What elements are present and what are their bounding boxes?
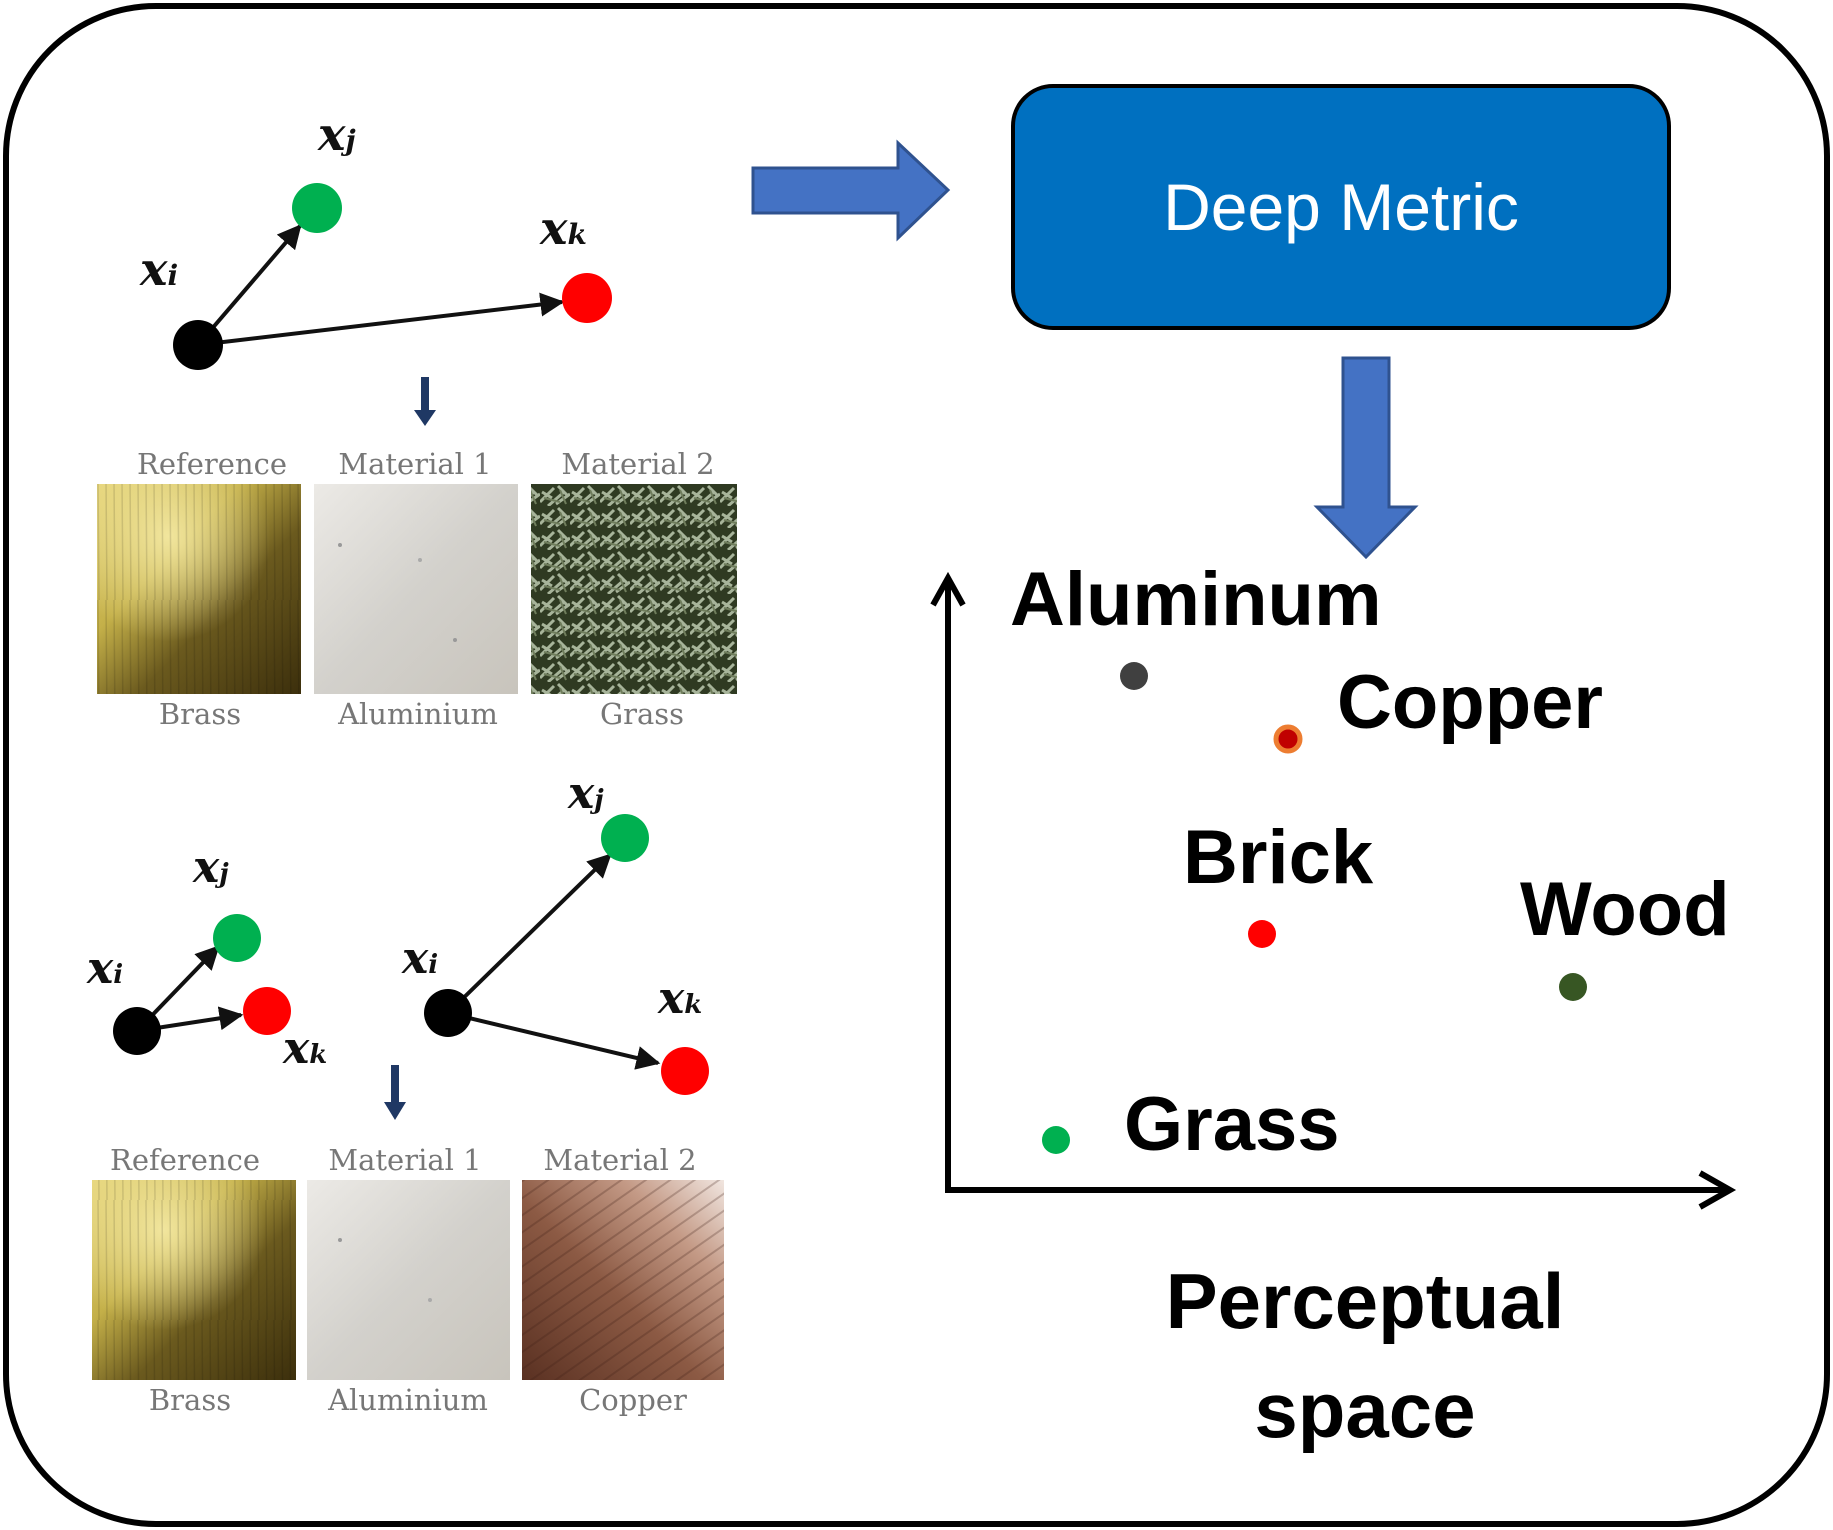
aluminum-label: Aluminum [1010, 557, 1382, 642]
negative-point-xk-1 [562, 273, 612, 323]
grass-point [1042, 1126, 1070, 1154]
label-xi-2a: xi [86, 943, 123, 994]
label-xj-1: xj [317, 107, 356, 161]
deep-metric-box: Deep Metric [1011, 84, 1671, 330]
anchor-point-xi-2a [113, 1007, 161, 1055]
down-block-arrow [1313, 356, 1419, 560]
positive-point-xj-2b [601, 814, 649, 862]
swatch-header-reference-2: Reference [110, 1143, 260, 1177]
swatch-name-grass-1: Grass [600, 697, 684, 731]
brass-swatch-2 [92, 1180, 296, 1380]
aluminum-point [1120, 662, 1148, 690]
small-down-arrow-2 [384, 1065, 406, 1120]
label-xk-2a: xk [282, 1023, 327, 1074]
negative-point-xk-2b [661, 1047, 709, 1095]
brick-label: Brick [1183, 815, 1374, 900]
swatch-name-aluminium-2: Aluminium [327, 1383, 488, 1417]
swatch-row-1: Reference Material 1 Material 2 Brass Al… [97, 447, 737, 731]
swatch-name-brass-2: Brass [149, 1383, 231, 1417]
label-xi-2b: xi [401, 933, 438, 984]
positive-point-xj-1 [292, 183, 342, 233]
swatch-name-copper-2: Copper [579, 1383, 687, 1417]
swatch-header-material2-2: Material 2 [543, 1143, 696, 1177]
deep-metric-box-shape [1011, 84, 1671, 330]
grass-label: Grass [1124, 1082, 1340, 1167]
triplet-2a-vectors: xi xj xk [86, 842, 327, 1074]
triplet-2b-vectors: xi xj xk [401, 768, 709, 1095]
brick-point [1248, 920, 1276, 948]
perceptual-space-axes [930, 571, 1737, 1210]
small-down-arrow-1 [414, 377, 436, 426]
label-xk-1: xk [539, 201, 587, 255]
vector-xi-xk-2b [447, 1011, 661, 1070]
label-xj-2b: xj [567, 768, 604, 819]
perceptual-space-title-line1: Perceptual [1166, 1257, 1565, 1345]
copper-swatch-2 [522, 1180, 724, 1380]
vector-xi-xj-1 [196, 224, 302, 347]
perceptual-space-title-line2: space [1254, 1366, 1475, 1454]
anchor-point-xi-2b [424, 989, 472, 1037]
positive-point-xj-2a [213, 914, 261, 962]
wood-point [1559, 973, 1587, 1001]
perceptual-space-points: Aluminum Copper Brick Wood Grass [1010, 557, 1730, 1167]
aluminium-swatch-1 [314, 484, 518, 694]
grass-swatch-1 [531, 484, 737, 694]
right-block-arrow [751, 139, 951, 242]
label-xi-1: xi [139, 242, 178, 296]
swatch-header-reference-1: Reference [137, 447, 287, 481]
swatch-row-2: Reference Material 1 Material 2 Brass Al… [92, 1143, 724, 1417]
swatch-header-material1-2: Material 1 [328, 1143, 481, 1177]
vector-xi-xj-2b [446, 853, 612, 1015]
x-axis-arrowhead [1698, 1170, 1737, 1210]
deep-metric-label: Deep Metric [1163, 170, 1519, 244]
anchor-point-xi-1 [173, 320, 223, 370]
aluminium-swatch-2 [307, 1180, 510, 1380]
vector-xi-xk-1 [197, 292, 565, 347]
copper-label: Copper [1337, 660, 1603, 745]
label-xj-2a: xj [192, 842, 229, 893]
swatch-name-aluminium-1: Aluminium [337, 697, 498, 731]
copper-point [1273, 724, 1303, 754]
wood-label: Wood [1520, 867, 1730, 952]
swatch-header-material1-1: Material 1 [338, 447, 491, 481]
y-axis-arrowhead [930, 571, 966, 607]
swatch-name-brass-1: Brass [159, 697, 241, 731]
label-xk-2b: xk [657, 973, 702, 1024]
triplet-1-vectors: xi xj xk [139, 107, 612, 370]
brass-swatch-1 [97, 484, 301, 694]
negative-point-xk-2a [243, 987, 291, 1035]
swatch-header-material2-1: Material 2 [561, 447, 714, 481]
